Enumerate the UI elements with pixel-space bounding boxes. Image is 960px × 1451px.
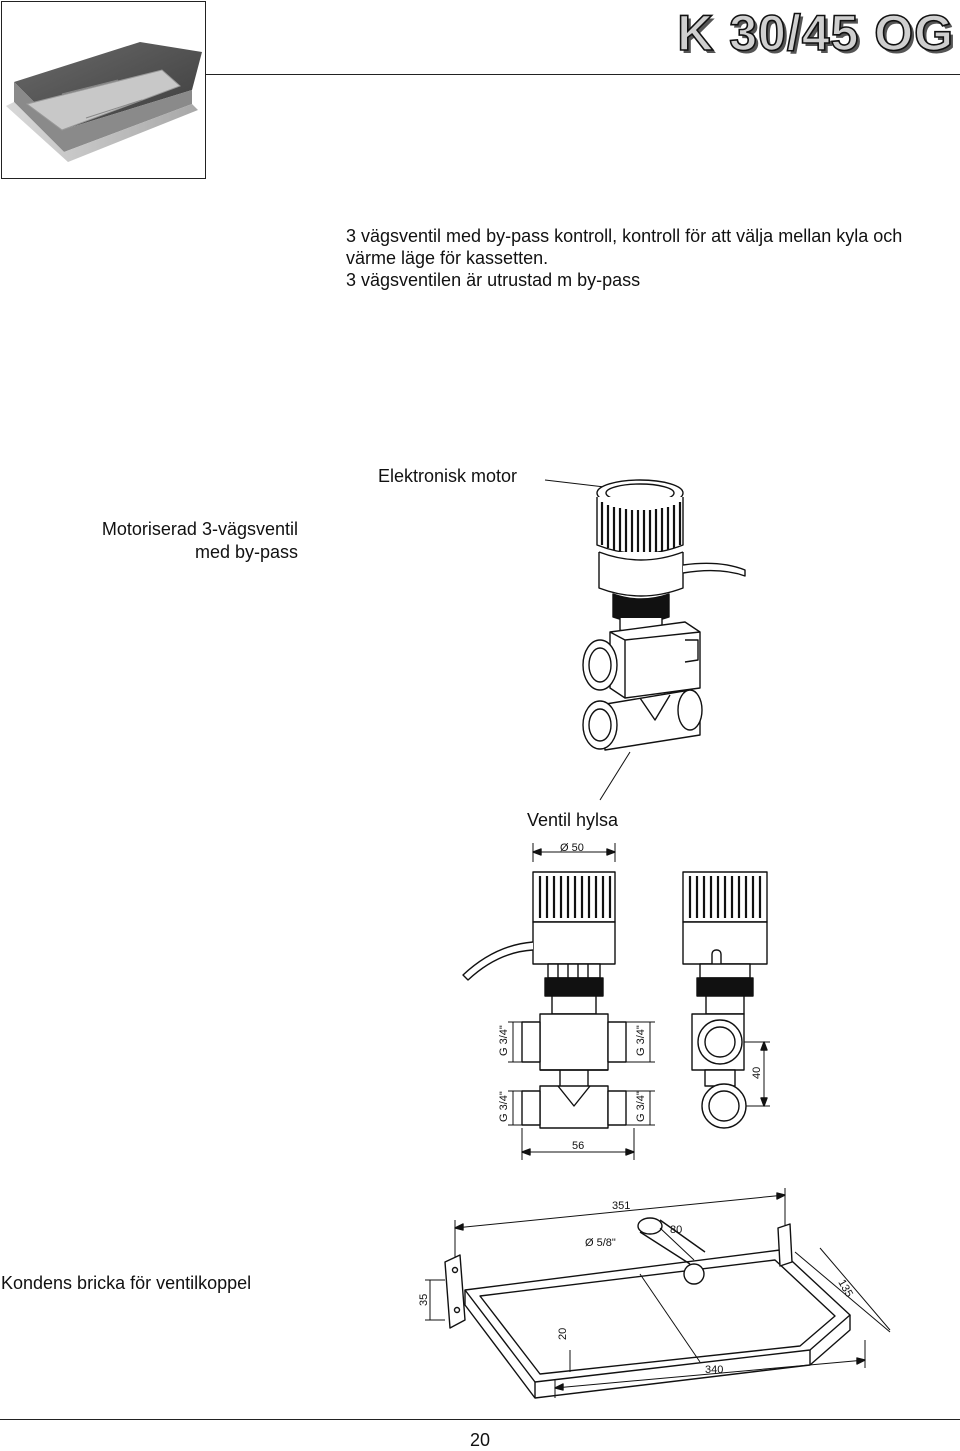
page-title: K 30/45 OG [676,5,954,61]
valve-label-line1: Motoriserad 3-vägsventil [101,519,298,539]
dim-tray-depth: 135 [835,1278,855,1300]
description: 3 vägsventil med by-pass kontroll, kontr… [346,225,946,291]
dim-tray-offset: 80 [670,1224,682,1236]
motor-label: Elektronisk motor [378,466,518,486]
page-number: 20 [469,1430,491,1450]
description-line: värme läge för kassetten. [346,248,549,268]
condensate-tray-drawing [425,1188,891,1399]
sleeve-label: Ventil hylsa [527,810,619,830]
dim-thread-bottom: G 3/4" [498,1091,510,1122]
header-rule [205,74,960,75]
ceiling-cassette-image [6,42,202,162]
dim-tray-pipe-diameter: Ø 5/8" [585,1237,616,1249]
valve-side-view [682,871,770,1129]
dim-thread-right-bottom: G 3/4" [635,1091,647,1122]
dim-tray-length-top: 351 [612,1200,630,1212]
description-line: 3 vägsventilen är utrustad m by-pass [346,270,641,290]
description-line: 3 vägsventil med by-pass kontroll, kontr… [346,226,903,246]
dim-tray-bracket: 35 [418,1294,430,1306]
valve-label-line2: med by-pass [194,542,298,562]
dim-tray-length-bottom: 340 [705,1364,723,1376]
dim-thread-right-top: G 3/4" [635,1025,647,1056]
footer-rule [0,1419,960,1420]
dim-valve-width: 56 [572,1140,584,1152]
valve-front-view [462,843,655,1160]
isometric-valve-drawing [544,479,746,801]
dim-valve-spacing: 40 [751,1067,763,1079]
product-image-frame [1,1,206,179]
tray-label: Kondens bricka för ventilkoppel [1,1273,252,1293]
dim-tray-height: 20 [557,1328,569,1340]
dim-thread-top: G 3/4" [498,1025,510,1056]
dim-valve-diameter: Ø 50 [560,842,584,854]
